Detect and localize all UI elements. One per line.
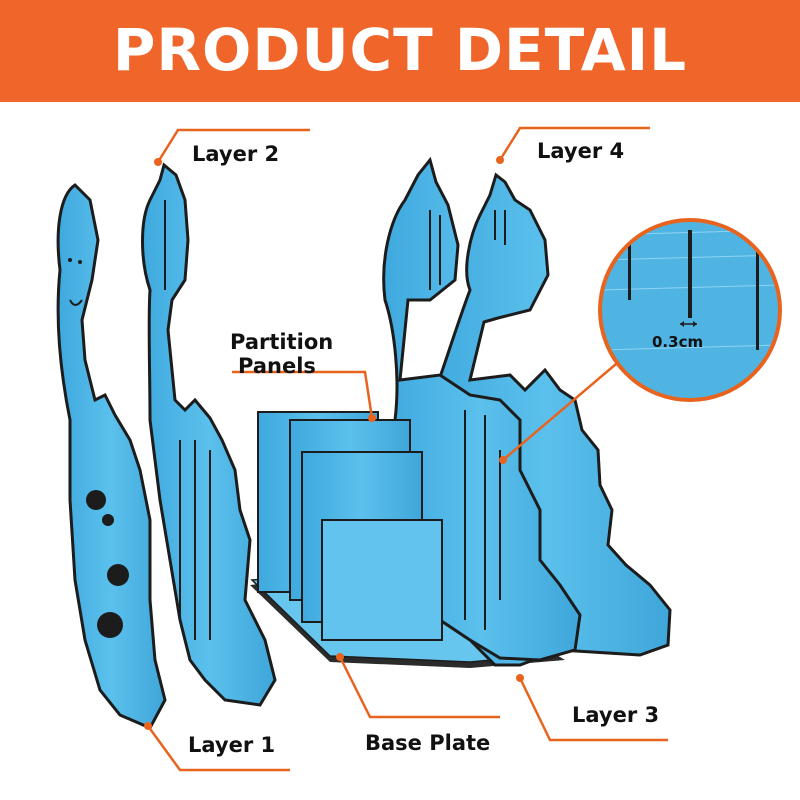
product-illustration (56, 126, 782, 772)
callout-layer-2: Layer 2 (192, 142, 280, 166)
callout-partition-line-2: Panels (238, 354, 316, 378)
leader-lines (144, 126, 668, 772)
callout-layer-4: Layer 4 (537, 139, 625, 163)
layer-1-panel (56, 183, 167, 730)
partition-panels (257, 411, 443, 641)
zoom-detail (598, 218, 782, 402)
callout-partition-line-1: Partition (230, 330, 334, 354)
callout-partition-panels: Partition Panels (230, 330, 333, 378)
callout-layer-1: Layer 1 (188, 733, 276, 757)
callout-layer-3: Layer 3 (572, 703, 660, 727)
gap-measurement-label: 0.3cm (652, 333, 704, 351)
layer-2-panel (141, 162, 277, 707)
header-banner: PRODUCT DETAIL (0, 0, 800, 102)
callout-base-plate: Base Plate (365, 731, 491, 755)
page-title: PRODUCT DETAIL (112, 16, 688, 84)
